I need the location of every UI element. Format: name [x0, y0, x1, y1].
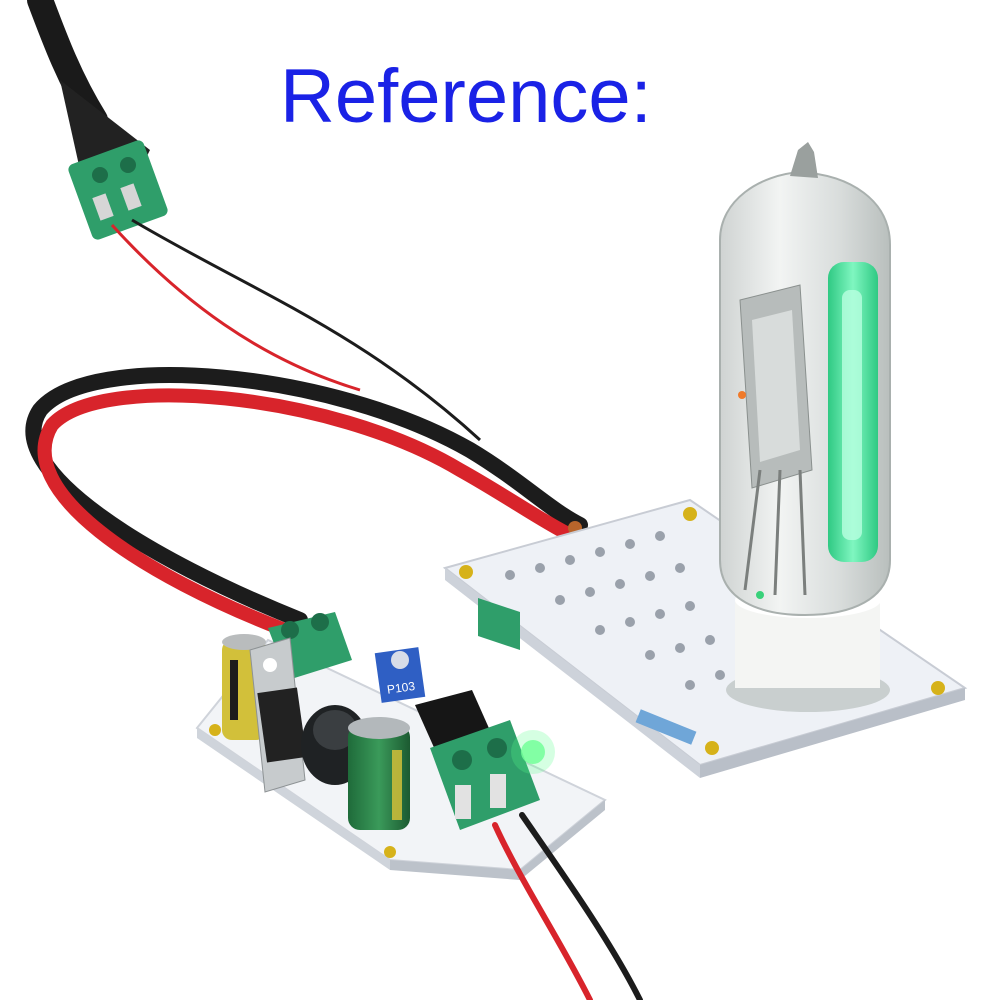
- power-supply-board: P103: [195, 612, 607, 880]
- vacuum-tube: [719, 142, 891, 712]
- plug-red-wire: [110, 223, 361, 392]
- output-red-wire: [492, 822, 593, 1000]
- trimpot-marking: P103: [386, 679, 416, 697]
- output-black-wire: [519, 812, 643, 1000]
- plug-black-wire: [131, 218, 482, 442]
- dc-plug-cable: [27, 0, 168, 240]
- reference-heading: Reference:: [280, 54, 652, 139]
